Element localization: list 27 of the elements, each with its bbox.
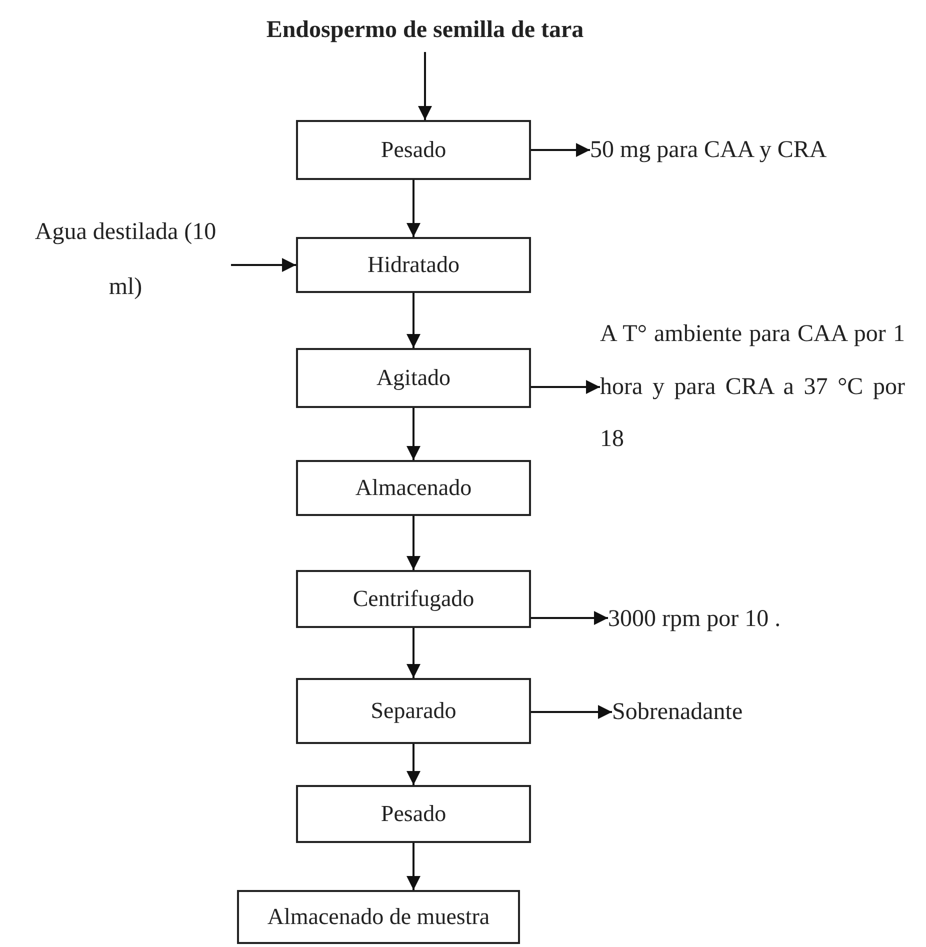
process-box: Centrifugado xyxy=(296,570,531,628)
input-text: Agua destilada (10 ml) xyxy=(20,200,231,320)
note-text: 50 mg para CAA y CRA xyxy=(590,100,830,200)
arrow xyxy=(406,408,420,460)
arrow xyxy=(531,705,612,719)
arrow xyxy=(406,516,420,570)
arrow xyxy=(531,611,608,625)
arrow xyxy=(531,143,590,157)
note-text: Sobrenadante xyxy=(612,682,862,742)
title-text: Endospermo de semilla de tara xyxy=(200,8,650,52)
process-box: Almacenado xyxy=(296,460,531,516)
process-box: Almacenado de muestra xyxy=(237,890,520,944)
note-text: 3000 rpm por 10 . xyxy=(608,574,848,664)
process-box: Hidratado xyxy=(296,237,531,293)
arrow xyxy=(406,180,420,237)
arrow xyxy=(406,744,420,785)
arrow xyxy=(531,380,600,394)
process-box: Agitado xyxy=(296,348,531,408)
process-box: Separado xyxy=(296,678,531,744)
process-box: Pesado xyxy=(296,120,531,180)
process-box: Pesado xyxy=(296,785,531,843)
arrow xyxy=(406,843,420,890)
arrow xyxy=(418,52,432,120)
arrow xyxy=(406,293,420,348)
arrow xyxy=(231,258,296,272)
arrow xyxy=(406,628,420,678)
note-text: A T° ambiente para CAA por 1 hora y para CRA a 37 °C por 18 xyxy=(600,312,905,462)
